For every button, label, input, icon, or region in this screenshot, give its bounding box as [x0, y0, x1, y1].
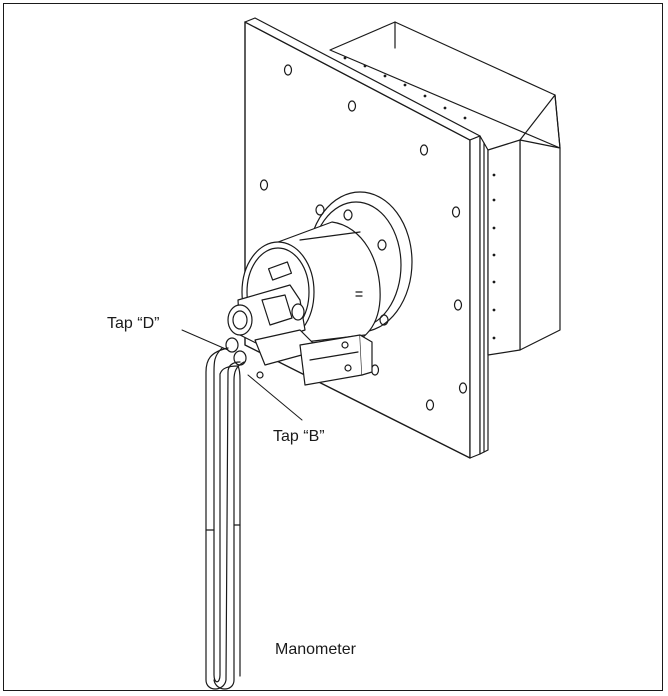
tap-d-label: Tap “D”: [107, 315, 159, 332]
manometer-label: Manometer: [275, 641, 357, 658]
leader-lines: [181, 329, 303, 421]
manometer-tube: [205, 347, 245, 690]
plate-edge-dots: [343, 56, 496, 340]
rear-housing: [329, 21, 561, 351]
valve-assembly: [225, 284, 321, 366]
mounting-bracket: [256, 334, 373, 386]
tap-b-label: Tap “B”: [273, 428, 325, 445]
